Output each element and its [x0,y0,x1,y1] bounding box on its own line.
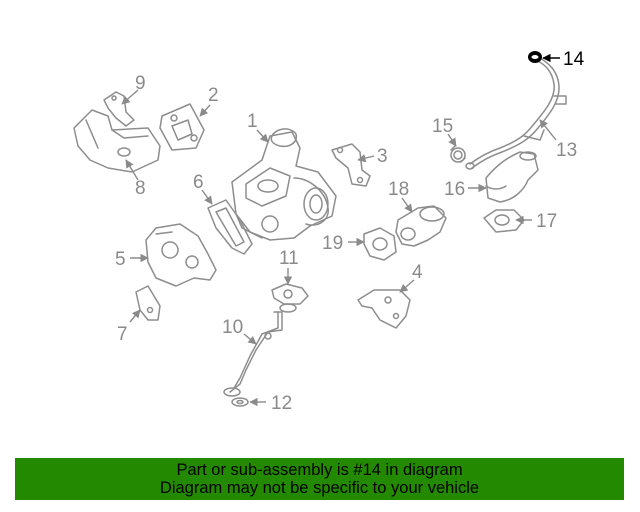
info-banner: Part or sub-assembly is #14 in diagram D… [15,458,624,500]
gasket-part-2[interactable] [159,103,205,151]
banner-line-2: Diagram may not be specific to your vehi… [159,479,480,497]
callout-7: 7 [117,324,128,345]
callout-13: 13 [556,140,577,161]
bracket-part-7[interactable] [135,285,161,321]
exhaust-manifold-part-5[interactable] [145,223,217,287]
parts-diagram: 1 2 3 4 5 6 7 8 9 10 11 12 13 14 15 16 1… [73,49,585,414]
bracket-part-3[interactable] [331,143,371,187]
callout-4: 4 [412,262,423,283]
callout-1: 1 [247,111,258,132]
callout-8: 8 [135,178,146,199]
turbocharger-part[interactable] [231,128,337,241]
callout-3: 3 [377,146,388,167]
callout-18: 18 [388,179,409,200]
washer-part-12[interactable] [231,397,249,407]
water-pipe-part-13[interactable] [465,57,567,170]
leader-lines [121,53,560,407]
bracket-part-4[interactable] [357,289,411,329]
heat-shield-part-8[interactable] [73,109,161,173]
callout-5: 5 [115,249,126,270]
callout-16: 16 [444,179,465,200]
gasket-part-6[interactable] [207,199,253,255]
gasket-part-11[interactable] [271,283,309,305]
callout-17: 17 [536,211,557,232]
callout-15: 15 [432,116,453,137]
seal-part-15[interactable] [450,145,466,163]
callout-14: 14 [563,49,585,70]
clamp-part-14[interactable] [528,51,542,63]
oil-pipe-part-10[interactable] [223,303,297,397]
callout-6: 6 [193,172,204,193]
callout-labels: 1 2 3 4 5 6 7 8 9 10 11 12 13 14 15 16 1… [115,49,585,414]
gasket-part-17[interactable] [483,209,525,233]
gasket-part-19[interactable] [363,227,397,261]
outlet-part-18[interactable] [395,205,447,247]
callout-12: 12 [271,393,292,414]
banner-line-1: Part or sub-assembly is #14 in diagram [176,461,463,479]
intake-pipe-part-16[interactable] [485,151,539,203]
callout-10: 10 [222,317,243,338]
callout-11: 11 [279,248,299,269]
callout-9: 9 [135,73,146,94]
callout-19: 19 [322,233,343,254]
bracket-part-9[interactable] [103,91,135,127]
callout-2: 2 [208,85,219,106]
